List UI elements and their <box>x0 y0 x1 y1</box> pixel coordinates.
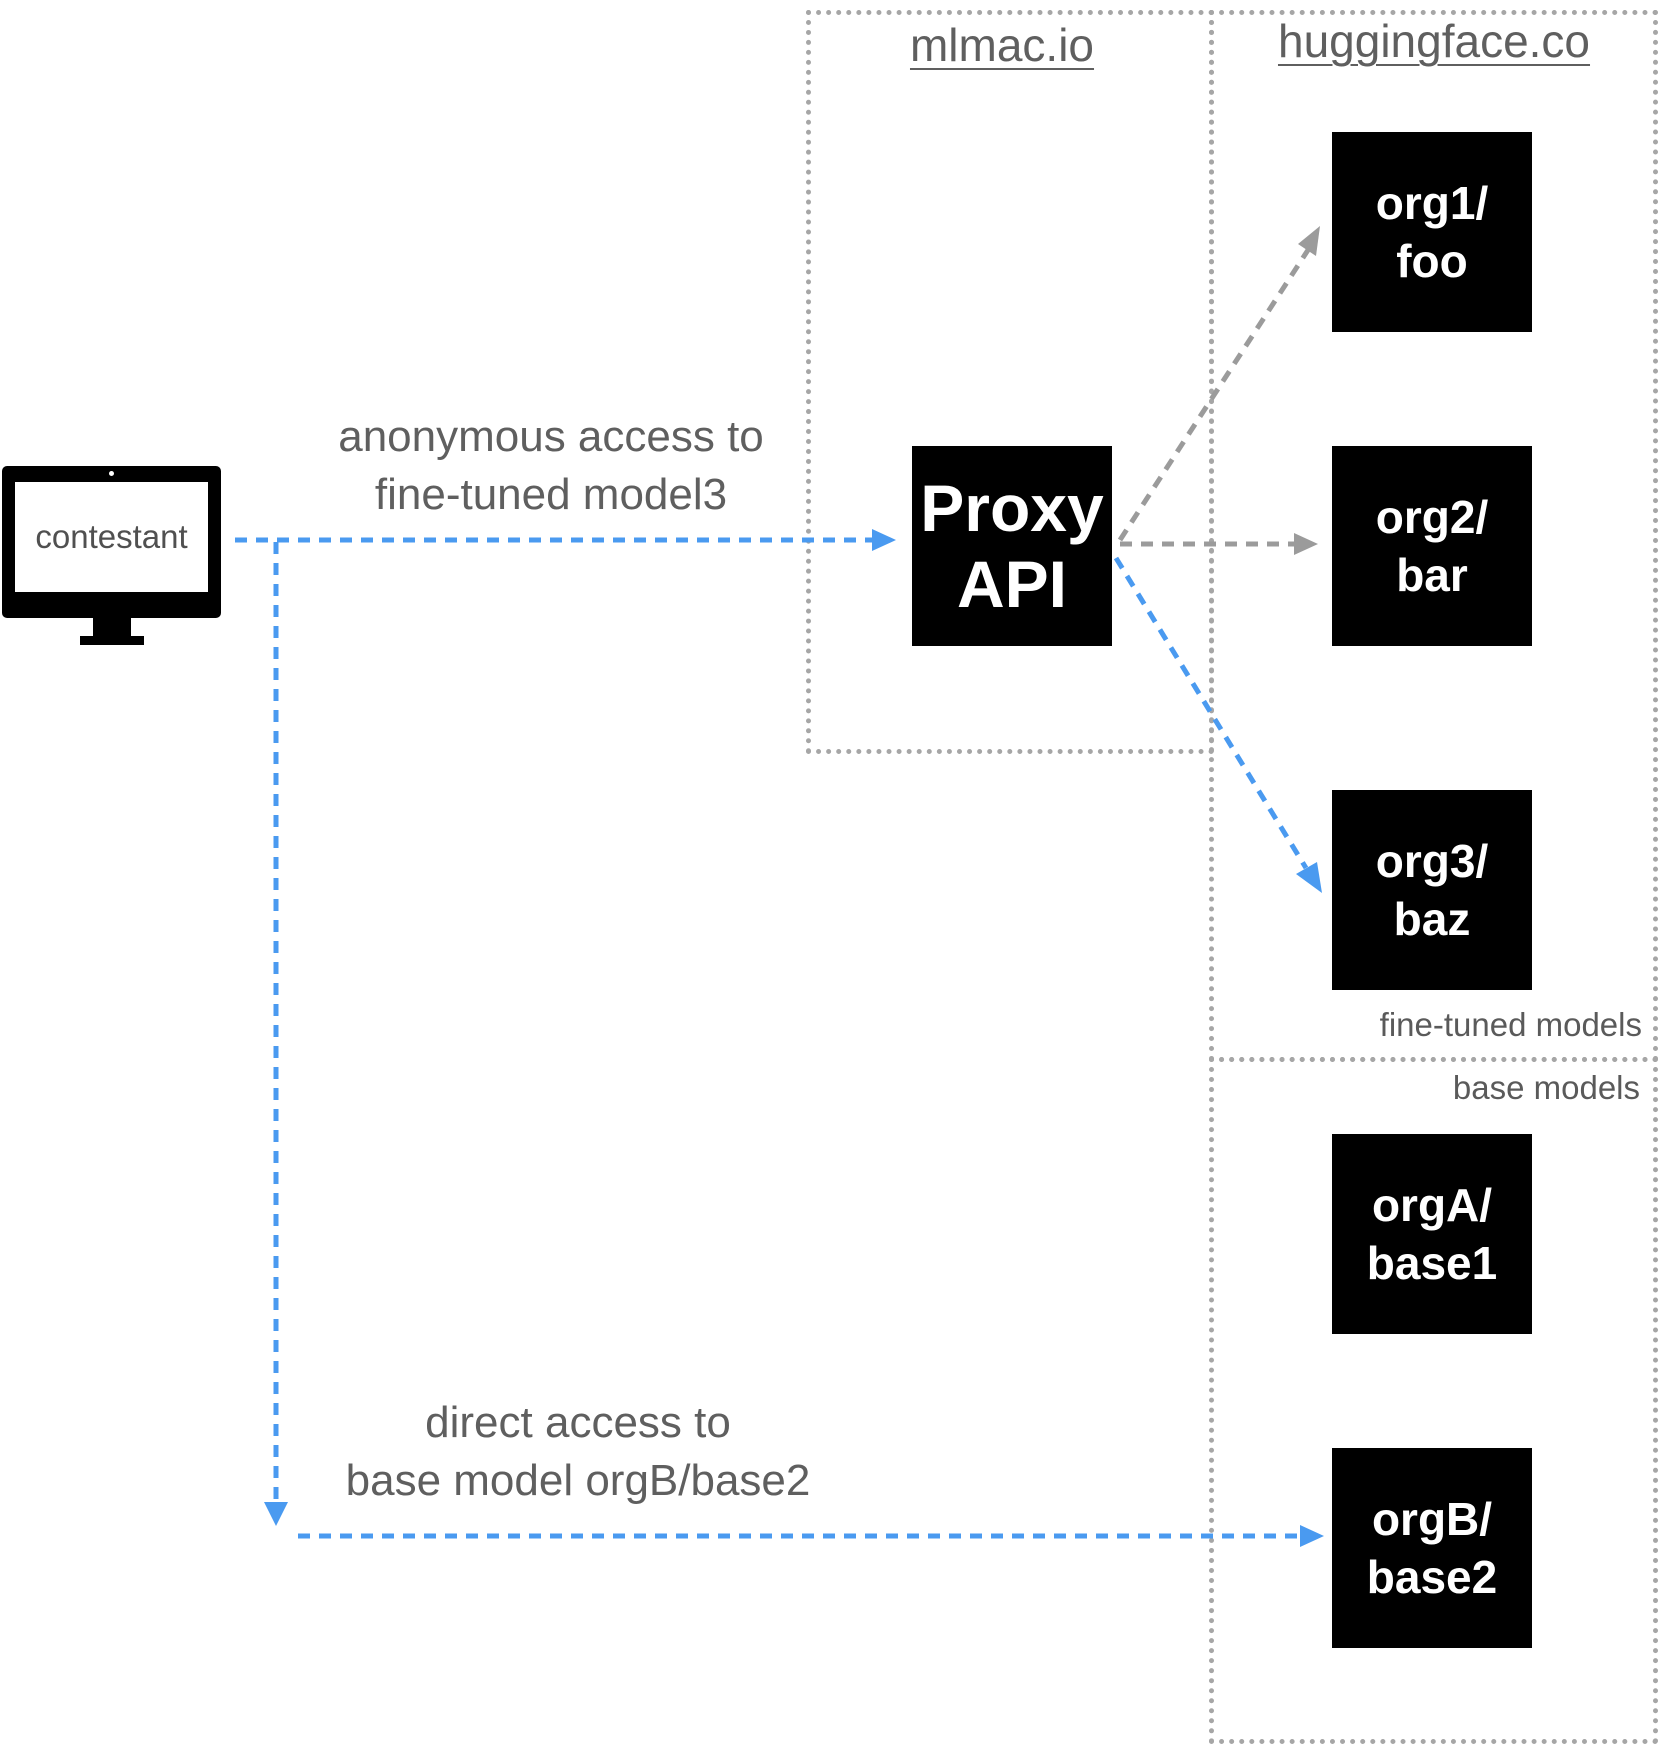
direct-access-arrowhead-down <box>264 1502 288 1526</box>
model-box-orgB-base2: orgB/ base2 <box>1332 1448 1532 1648</box>
webcam-dot <box>109 471 114 476</box>
model-orgA-line2: base1 <box>1366 1237 1498 1289</box>
proxy-to-baz-arrow <box>1113 556 1309 870</box>
model-box-org3-baz: org3/ baz <box>1332 790 1532 990</box>
direct-access-label: direct access to base model orgB/base2 <box>346 1394 811 1510</box>
huggingface-base-region <box>1209 1057 1658 1744</box>
base-models-label: base models <box>1452 1069 1640 1106</box>
direct-access-label-line2: base model orgB/base2 <box>345 1456 811 1505</box>
model-box-org2-bar: org2/ bar <box>1332 446 1532 646</box>
model-orgA-line1: orgA/ <box>1371 1179 1493 1231</box>
direct-access-arrowhead <box>1300 1525 1324 1547</box>
contestant-label: contestant <box>15 482 208 592</box>
model-org3-line2: baz <box>1393 893 1471 945</box>
model-box-orgA-base1: orgA/ base1 <box>1332 1134 1532 1334</box>
model-orgB-line2: base2 <box>1366 1551 1498 1603</box>
proxy-api-box: Proxy API <box>912 446 1112 646</box>
anonymous-access-arrowhead <box>872 529 896 551</box>
proxy-to-foo-arrowhead <box>1298 226 1320 256</box>
proxy-api-line1: Proxy <box>920 471 1104 545</box>
monitor-stand-neck <box>93 618 131 639</box>
model-org3-line1: org3/ <box>1375 835 1489 887</box>
direct-access-label-line1: direct access to <box>425 1398 731 1447</box>
proxy-to-foo-arrow <box>1117 248 1311 542</box>
huggingface-domain-title: huggingface.co <box>1277 15 1591 67</box>
anonymous-access-label: anonymous access to fine-tuned model3 <box>338 408 764 524</box>
model-org2-line1: org2/ <box>1375 491 1489 543</box>
model-org1-line1: org1/ <box>1375 177 1489 229</box>
contestant-monitor-icon: contestant <box>2 466 221 645</box>
model-box-org1-foo: org1/ foo <box>1332 132 1532 332</box>
monitor-stand-foot <box>80 636 144 645</box>
model-org1-line2: foo <box>1396 235 1468 287</box>
mlmac-domain-title: mlmac.io <box>909 19 1095 71</box>
proxy-to-baz-arrowhead <box>1296 862 1322 893</box>
model-org2-line2: bar <box>1396 549 1468 601</box>
proxy-to-bar-arrowhead <box>1294 533 1318 555</box>
anonymous-access-label-line1: anonymous access to <box>338 412 764 461</box>
fine-tuned-models-label: fine-tuned models <box>1379 1006 1642 1043</box>
model-orgB-line1: orgB/ <box>1371 1493 1493 1545</box>
anonymous-access-label-line2: fine-tuned model3 <box>374 470 728 519</box>
proxy-api-line2: API <box>956 547 1068 621</box>
